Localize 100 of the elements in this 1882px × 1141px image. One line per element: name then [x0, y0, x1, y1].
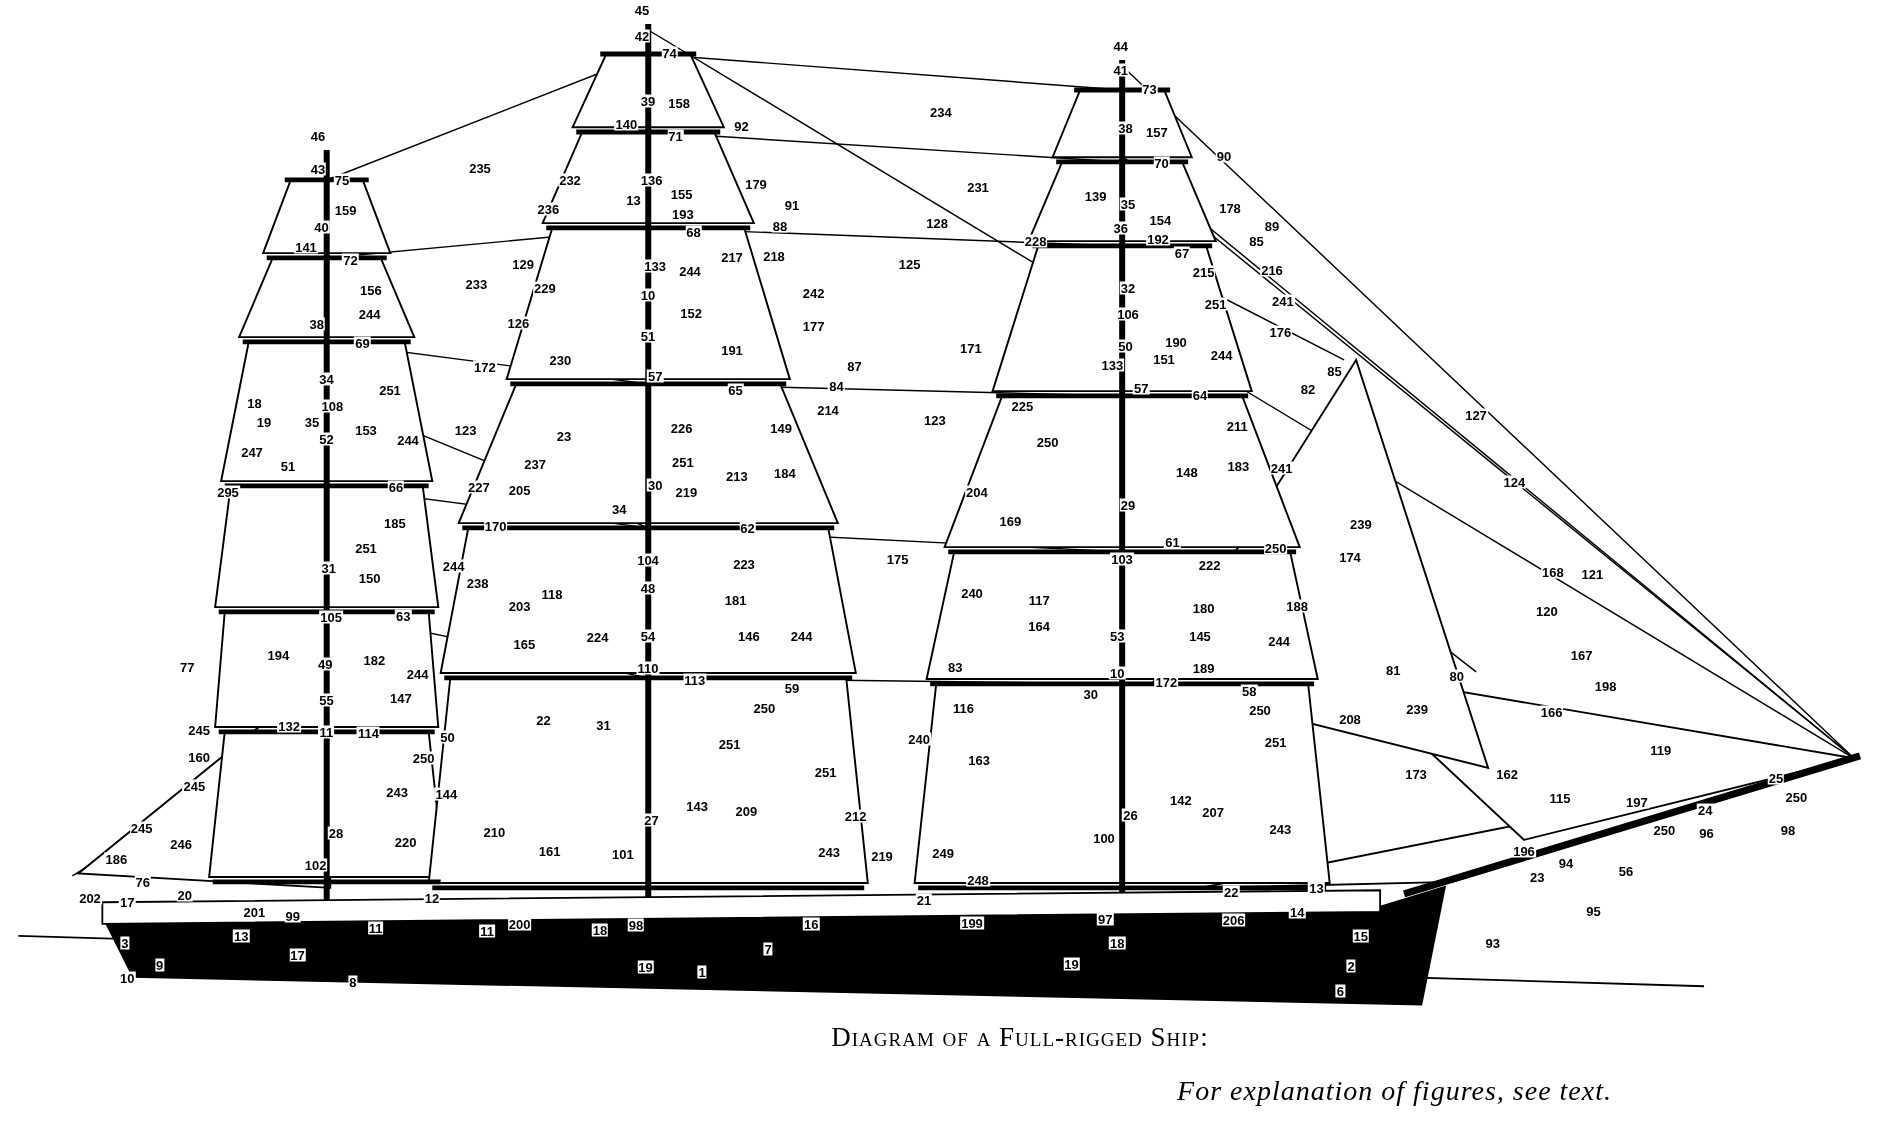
callout-number: 75 — [333, 173, 351, 187]
callout-number: 231 — [966, 180, 990, 194]
callout-number: 250 — [1248, 703, 1272, 717]
callout-number: 123 — [453, 423, 478, 437]
callout-number: 161 — [537, 844, 562, 858]
callout-number: 54 — [639, 629, 657, 643]
callout-number: 81 — [1384, 663, 1402, 677]
callout-number: 95 — [1585, 904, 1602, 918]
callout-number: 133 — [1100, 358, 1125, 372]
callout-number: 196 — [1512, 844, 1536, 858]
callout-number: 155 — [669, 187, 694, 201]
callout-number: 239 — [1348, 517, 1373, 531]
callout-number: 250 — [1035, 435, 1060, 449]
callout-number: 251 — [354, 541, 378, 555]
callout-number: 153 — [354, 423, 378, 437]
callout-number: 159 — [333, 203, 358, 217]
callout-number: 123 — [922, 413, 947, 427]
callout-number: 197 — [1624, 795, 1649, 809]
callout-number: 183 — [1226, 459, 1251, 473]
callout-number: 230 — [548, 353, 573, 367]
diagram-title: Diagram of a Full-rigged Ship: — [830, 1022, 1210, 1053]
callout-number: 70 — [1153, 156, 1170, 170]
callout-number: 245 — [129, 821, 154, 835]
callout-number: 17 — [289, 948, 306, 962]
callout-number: 170 — [483, 519, 508, 533]
callout-number: 149 — [769, 421, 794, 435]
callout-number: 244 — [789, 629, 814, 643]
callout-number: 50 — [439, 730, 456, 744]
callout-number: 182 — [362, 653, 387, 667]
callout-number: 140 — [614, 117, 639, 131]
callout-number: 211 — [1225, 419, 1249, 433]
callout-number: 139 — [1083, 189, 1108, 203]
callout-number: 219 — [674, 485, 699, 499]
caption: For explanation of figures, see text. — [1177, 1075, 1612, 1107]
callout-number: 55 — [318, 693, 335, 707]
callout-number: 23 — [1528, 870, 1546, 884]
callout-number: 244 — [1267, 634, 1292, 648]
callout-number: 154 — [1148, 213, 1173, 227]
callout-number: 240 — [960, 586, 984, 600]
callout-number: 34 — [318, 372, 335, 386]
callout-number: 106 — [1116, 307, 1140, 321]
callout-number: 87 — [846, 359, 863, 373]
callout-number: 217 — [720, 250, 744, 264]
callout-number: 19 — [1063, 957, 1080, 971]
callout-number: 66 — [387, 480, 405, 494]
callout-number: 67 — [1173, 246, 1191, 260]
callout-number: 160 — [187, 750, 212, 764]
callout-number: 216 — [1260, 263, 1284, 277]
callout-number: 89 — [1263, 219, 1281, 233]
callout-number: 13 — [1308, 881, 1325, 895]
callout-number: 169 — [998, 514, 1023, 528]
callout-number: 208 — [1338, 712, 1362, 726]
callout-number: 36 — [1112, 221, 1130, 235]
callout-number: 57 — [1132, 381, 1150, 395]
callout-number: 13 — [625, 193, 642, 207]
callout-number: 202 — [78, 891, 102, 905]
callout-number: 10 — [1108, 666, 1126, 680]
callout-number: 209 — [734, 804, 759, 818]
callout-number: 179 — [744, 177, 768, 191]
callout-number: 16 — [802, 917, 820, 931]
callout-number: 44 — [1112, 39, 1130, 53]
callout-number: 105 — [319, 610, 344, 624]
callout-number: 1 — [697, 965, 707, 979]
callout-number: 88 — [771, 219, 789, 233]
callout-number: 57 — [646, 369, 664, 383]
callout-number: 124 — [1502, 475, 1527, 489]
callout-number: 76 — [134, 875, 152, 889]
callout-number: 2 — [1346, 959, 1356, 973]
callout-number: 59 — [783, 681, 801, 695]
callout-number: 41 — [1112, 63, 1130, 77]
callout-number: 243 — [817, 845, 842, 859]
callout-number: 132 — [277, 719, 302, 733]
callout-number: 19 — [255, 415, 273, 429]
callout-number: 18 — [246, 396, 263, 410]
callout-number: 96 — [1698, 826, 1715, 840]
callout-number: 189 — [1191, 661, 1216, 675]
callout-number: 250 — [411, 751, 436, 765]
callout-number: 144 — [434, 787, 459, 801]
callout-number: 145 — [1188, 629, 1212, 643]
callout-number: 158 — [667, 96, 692, 110]
callout-number: 203 — [507, 599, 532, 613]
callout-number: 165 — [512, 637, 537, 651]
callout-number: 102 — [303, 858, 328, 872]
callout-number: 10 — [639, 288, 657, 302]
callout-number: 176 — [1268, 325, 1293, 339]
callout-number: 23 — [555, 429, 573, 443]
callout-number: 26 — [1122, 808, 1139, 822]
callout-number: 241 — [1270, 294, 1295, 308]
callout-number: 136 — [639, 173, 664, 187]
callout-number: 247 — [240, 445, 264, 459]
callout-number: 143 — [685, 799, 710, 813]
callout-number: 172 — [1154, 675, 1179, 689]
callout-number: 241 — [1269, 461, 1294, 475]
callout-number: 127 — [1464, 408, 1488, 422]
callout-number: 229 — [532, 281, 557, 295]
callout-number: 185 — [382, 516, 407, 530]
callout-number: 162 — [1495, 767, 1520, 781]
callout-number: 164 — [1027, 619, 1052, 633]
callout-number: 250 — [1652, 823, 1677, 837]
callout-number: 68 — [685, 225, 702, 239]
